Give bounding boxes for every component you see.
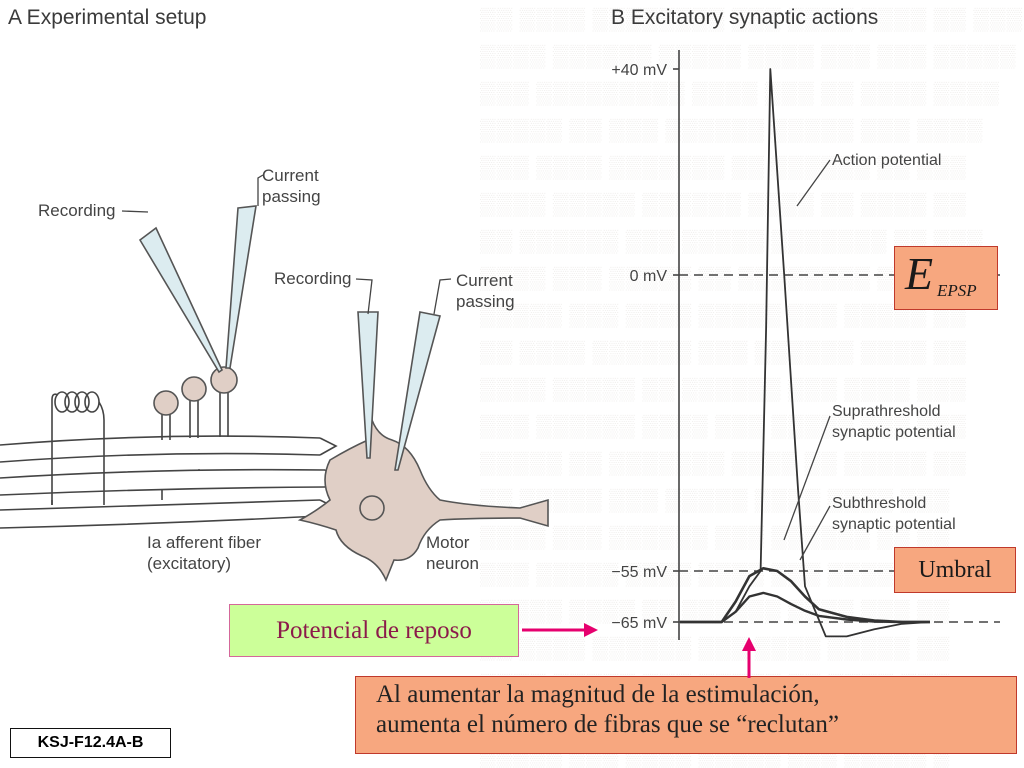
synaptic-boutons [153, 366, 238, 416]
background-page-texture: ▒▒ ▒▒▒▒ ▒▒▒▒▒▒▒▒ ▒▒▒ ▒▒▒▒ ▒▒▒▒ ▒▒ ▒▒▒ ▒▒… [480, 6, 1024, 768]
panel-b-title: B Excitatory synaptic actions [611, 6, 879, 29]
series-line [680, 68, 931, 638]
note-line-2: aumenta el número de fibras que se “recl… [376, 711, 839, 738]
annotation-leader-line [799, 505, 831, 561]
y-tick-label: −55 mV [611, 564, 667, 581]
label-motor-neuron: Motor neuron [426, 533, 479, 573]
axon-branches [161, 392, 229, 500]
recruitment-note-box: Al aumentar la magnitud de la estimulaci… [355, 676, 1017, 754]
e-epsp-box: E EPSP [894, 246, 998, 310]
umbral-box: Umbral [894, 547, 1016, 593]
e-epsp-subscript: EPSP [937, 281, 977, 300]
label-recording-2: Recording [274, 269, 352, 288]
annotation-leader-line [796, 159, 831, 207]
leader-lines [121, 174, 452, 315]
annotation-leader-line [783, 415, 831, 541]
e-epsp-symbol: E [905, 248, 934, 299]
label-current-passing-1: Current passing [262, 166, 321, 206]
label-afferent-fiber: Ia afferent fiber (excitatory) [147, 533, 262, 573]
motor-neuron-body [297, 417, 549, 583]
stimulator-coil [51, 391, 105, 505]
y-tick-label: 0 mV [630, 268, 668, 285]
note-line-1: Al aumentar la magnitud de la estimulaci… [376, 681, 820, 708]
electrodes [138, 205, 441, 471]
motor-neuron-nucleus [359, 495, 385, 521]
series-line [680, 591, 930, 624]
panel-a-title: A Experimental setup [8, 6, 207, 29]
y-tick-label: −65 mV [611, 615, 667, 632]
label-recording-1: Recording [38, 201, 116, 220]
y-tick-label: +40 mV [611, 62, 667, 79]
figure-id-label: KSJ-F12.4A-B [10, 728, 171, 758]
label-current-passing-2: Current passing [456, 271, 515, 311]
resting-potential-box: Potencial de reposo [229, 604, 519, 657]
annotation-label: Action potential [832, 152, 941, 169]
